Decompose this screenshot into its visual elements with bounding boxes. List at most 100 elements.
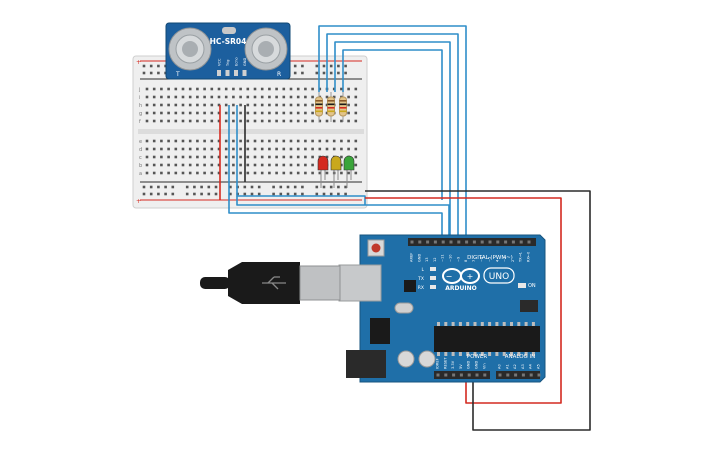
terminal-hole[interactable] <box>325 95 329 99</box>
terminal-hole[interactable] <box>210 111 214 115</box>
terminal-hole[interactable] <box>203 171 206 175</box>
terminal-hole[interactable] <box>196 119 199 123</box>
terminal-hole[interactable] <box>354 163 358 167</box>
terminal-hole[interactable] <box>347 119 350 123</box>
header-pin[interactable] <box>480 240 484 244</box>
rail-hole[interactable] <box>286 185 290 189</box>
terminal-hole[interactable] <box>160 171 163 175</box>
header-pin[interactable] <box>459 373 463 377</box>
terminal-hole[interactable] <box>275 155 278 159</box>
rail-hole[interactable] <box>257 192 261 196</box>
terminal-hole[interactable] <box>181 111 185 115</box>
rail-hole[interactable] <box>344 64 347 68</box>
terminal-hole[interactable] <box>196 163 199 167</box>
terminal-hole[interactable] <box>347 103 350 107</box>
terminal-hole[interactable] <box>246 147 250 151</box>
rail-hole[interactable] <box>337 192 340 196</box>
terminal-hole[interactable] <box>318 171 322 175</box>
terminal-hole[interactable] <box>246 163 250 167</box>
terminal-hole[interactable] <box>275 163 278 167</box>
rail-hole[interactable] <box>193 192 196 196</box>
rail-hole[interactable] <box>149 71 153 75</box>
header-pin[interactable] <box>483 373 487 377</box>
terminal-hole[interactable] <box>224 111 228 115</box>
sensor-pin[interactable] <box>225 70 230 76</box>
terminal-hole[interactable] <box>232 111 235 115</box>
terminal-hole[interactable] <box>275 87 278 91</box>
terminal-hole[interactable] <box>340 139 343 143</box>
terminal-hole[interactable] <box>152 119 156 123</box>
terminal-hole[interactable] <box>145 155 149 159</box>
rail-hole[interactable] <box>207 185 211 189</box>
terminal-hole[interactable] <box>246 95 250 99</box>
header-pin[interactable] <box>537 373 541 377</box>
terminal-hole[interactable] <box>296 103 300 107</box>
rail-hole[interactable] <box>214 185 218 189</box>
terminal-hole[interactable] <box>217 95 221 99</box>
rail-hole[interactable] <box>257 185 261 189</box>
terminal-hole[interactable] <box>311 171 314 175</box>
terminal-hole[interactable] <box>160 119 163 123</box>
terminal-hole[interactable] <box>239 147 242 151</box>
terminal-hole[interactable] <box>296 139 300 143</box>
header-pin[interactable] <box>511 240 515 244</box>
terminal-hole[interactable] <box>253 103 257 107</box>
terminal-hole[interactable] <box>167 103 170 107</box>
wire-sensor-echo[interactable] <box>236 105 366 205</box>
terminal-hole[interactable] <box>332 119 336 123</box>
terminal-hole[interactable] <box>152 111 156 115</box>
terminal-hole[interactable] <box>196 95 199 99</box>
terminal-hole[interactable] <box>152 147 156 151</box>
rail-hole[interactable] <box>279 192 283 196</box>
rail-hole[interactable] <box>157 64 160 68</box>
terminal-hole[interactable] <box>188 163 192 167</box>
terminal-hole[interactable] <box>340 155 343 159</box>
terminal-hole[interactable] <box>210 147 214 151</box>
led-green[interactable] <box>343 155 355 171</box>
terminal-hole[interactable] <box>232 103 235 107</box>
header-pin[interactable] <box>433 240 437 244</box>
terminal-hole[interactable] <box>282 147 286 151</box>
terminal-hole[interactable] <box>232 95 235 99</box>
terminal-hole[interactable] <box>246 171 250 175</box>
terminal-hole[interactable] <box>239 111 242 115</box>
terminal-hole[interactable] <box>217 111 221 115</box>
terminal-hole[interactable] <box>167 147 170 151</box>
terminal-hole[interactable] <box>188 139 192 143</box>
terminal-hole[interactable] <box>311 95 314 99</box>
terminal-hole[interactable] <box>354 119 358 123</box>
terminal-hole[interactable] <box>217 119 221 123</box>
terminal-hole[interactable] <box>224 147 228 151</box>
terminal-hole[interactable] <box>196 87 199 91</box>
terminal-hole[interactable] <box>160 87 163 91</box>
terminal-hole[interactable] <box>268 163 271 167</box>
terminal-hole[interactable] <box>217 87 221 91</box>
rail-hole[interactable] <box>142 64 146 68</box>
terminal-hole[interactable] <box>181 155 185 159</box>
header-pin[interactable] <box>488 240 492 244</box>
terminal-hole[interactable] <box>354 147 358 151</box>
terminal-hole[interactable] <box>181 139 185 143</box>
terminal-hole[interactable] <box>174 87 178 91</box>
terminal-hole[interactable] <box>340 147 343 151</box>
terminal-hole[interactable] <box>246 139 250 143</box>
terminal-hole[interactable] <box>253 163 257 167</box>
terminal-hole[interactable] <box>260 139 264 143</box>
terminal-hole[interactable] <box>188 171 192 175</box>
terminal-hole[interactable] <box>253 139 257 143</box>
rail-hole[interactable] <box>329 71 333 75</box>
terminal-hole[interactable] <box>196 147 199 151</box>
terminal-hole[interactable] <box>167 119 170 123</box>
rail-hole[interactable] <box>272 192 275 196</box>
terminal-hole[interactable] <box>268 87 271 91</box>
terminal-hole[interactable] <box>217 155 221 159</box>
header-pin[interactable] <box>452 373 456 377</box>
header-pin[interactable] <box>457 240 461 244</box>
header-pin[interactable] <box>465 240 469 244</box>
terminal-hole[interactable] <box>210 119 214 123</box>
terminal-hole[interactable] <box>203 155 206 159</box>
sensor-pin[interactable] <box>217 70 221 76</box>
terminal-hole[interactable] <box>224 171 228 175</box>
terminal-hole[interactable] <box>181 87 185 91</box>
